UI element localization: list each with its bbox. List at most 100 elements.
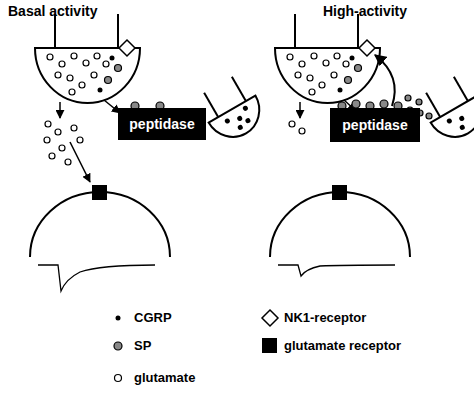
sp-vesicle [345,65,362,84]
cgrp-vesicle [350,56,355,61]
glutamate-vesicle [334,53,340,59]
diffusing-sp [416,99,422,105]
node-text: peptidase [342,117,407,133]
released-glutamate [289,121,295,127]
cgrp-terminal [236,115,243,122]
sp-vesicle [355,65,362,72]
release-arrow [59,102,61,118]
released-glutamate [59,145,65,151]
nk1-receptor [359,40,375,56]
presynaptic-terminal [275,14,380,103]
release-arrow [70,142,90,182]
postsynaptic-membrane [30,192,170,257]
cgrp-terminal [237,124,244,131]
released-glutamate [44,121,83,165]
released-glutamate [77,137,83,143]
presynaptic-terminal [357,14,359,48]
released-glutamate [289,121,305,134]
released-glutamate [44,137,50,143]
glutamate-vesicle [47,54,53,60]
node-text: peptidase [129,116,194,132]
cgrp-vesicle [338,88,343,93]
released-glutamate [49,153,55,159]
glutamate-vesicle [295,72,301,78]
presynaptic-terminal [275,48,380,103]
glutamate-vesicle [91,72,97,78]
glutamate-vesicle [287,53,349,95]
legend-receptor-symbol [262,338,277,353]
legend-text: glutamate receptor [284,338,401,353]
glutamate-vesicle [307,75,313,81]
glutamate-vesicle [83,60,89,66]
panel-heading: Basal activity [8,3,98,19]
glutamate-vesicle [299,61,305,67]
legend-text: glutamate [134,370,195,385]
sp-vesicle [345,77,352,84]
presynaptic-terminal [35,14,140,103]
cgrp-vesicle [338,56,355,93]
epsc-trace [38,265,155,291]
sp-vesicle [115,65,122,72]
cgrp-terminal [446,118,453,125]
glutamate-vesicle [69,89,75,95]
glutamate-vesicle [67,75,73,81]
release-arrow [60,100,120,182]
cgrp-terminal [242,105,249,112]
released-glutamate [65,159,71,165]
glutamate-vesicle [59,61,65,67]
released-glutamate [299,128,305,134]
cgrp-terminal [431,96,474,147]
glutamate-vesicle [79,82,85,88]
cgrp-terminal [459,124,466,131]
legend-nk1-symbol [262,310,278,326]
cgrp-terminal [426,93,440,117]
peptidase-box: peptidase [330,108,420,142]
glutamate-vesicle [47,53,109,95]
legend-text: NK1-receptor [284,310,366,325]
panel-heading: High-activity [323,3,407,19]
diffusing-sp [405,95,411,101]
peptidase-box: peptidase [118,108,206,140]
glutamate-vesicle [71,53,77,59]
cgrp-terminal [232,77,246,101]
glutamate-vesicle [311,53,317,59]
legend-glutamate-symbol [115,375,122,382]
glutamate-vesicle [319,82,325,88]
released-glutamate [45,121,51,127]
glutamate-vesicle [309,89,315,95]
cgrp-vesicle [98,56,115,93]
released-glutamate [71,125,77,131]
postsynaptic-membrane [270,192,410,257]
presynaptic-terminal [35,48,140,103]
glutamate-vesicle [103,61,109,67]
cgrp-terminal [417,71,474,146]
nk1-receptor [119,40,135,56]
cgrp-terminal [245,117,252,124]
cgrp-terminal [458,115,465,122]
legend-cgrp-symbol [116,316,121,321]
glutamate-vesicle [343,61,349,67]
released-glutamate [55,129,61,135]
presynaptic-terminal [117,14,119,48]
cgrp-vesicle [110,56,115,61]
cgrp-vesicle [98,88,103,93]
presynaptic-terminal [294,14,296,48]
glutamate-vesicle [287,54,293,60]
sp-vesicle [105,65,122,84]
epsc-trace [278,265,395,276]
glutamate-vesicle [331,72,337,78]
cgrp-terminal [204,93,218,117]
glutamate-receptor [332,185,347,200]
diffusing-sp [426,113,432,119]
presynaptic-terminal [54,14,56,48]
glutamate-vesicle [94,53,100,59]
legend-text: CGRP [134,310,172,325]
sp-on-peptidase [380,100,388,108]
glutamate-vesicle [323,60,329,66]
cgrp-terminal [454,77,468,101]
feedback-arrow [375,55,395,106]
legend-sp-symbol [114,342,122,350]
sp-vesicle [105,77,112,84]
glutamate-receptor [92,185,107,200]
